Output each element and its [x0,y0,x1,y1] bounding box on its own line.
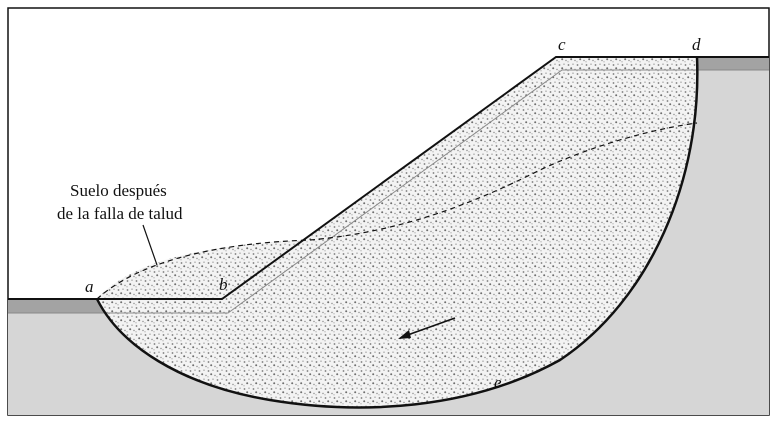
annotation-line-2: de la falla de talud [57,204,183,223]
movement-arrow [398,317,456,339]
point-label-e: e [494,373,502,392]
point-label-b: b [219,275,228,294]
failure-surface-arc [95,56,699,409]
point-label-a: a [85,277,94,296]
annotation-leader [142,224,158,266]
annotation-line-1: Suelo después [70,181,167,200]
post-failure-profile [96,122,698,300]
sliding-soil-mass [97,57,698,408]
point-label-c: c [558,35,566,54]
soil-after-failure-toe [97,240,305,299]
slope-surface-line [8,56,769,300]
point-label-d: d [692,35,701,54]
slope-surface-shadow-line [8,69,769,314]
